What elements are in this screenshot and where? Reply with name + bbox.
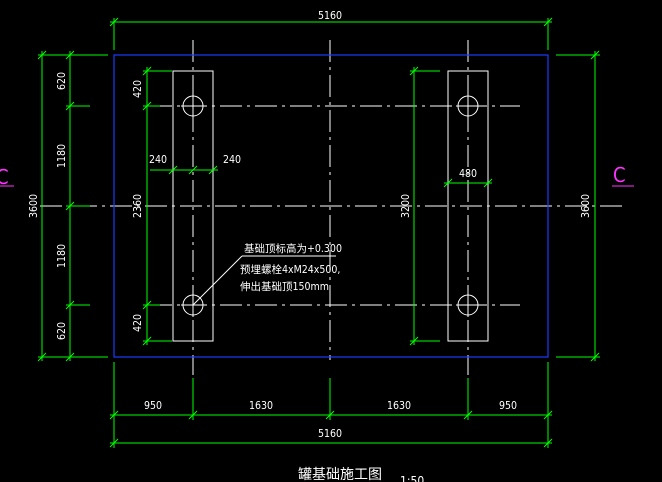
annotation: 基础顶标高为+0.300 预埋螺栓4xM24x500, 伸出基础顶150mm [192,242,342,306]
dim-left-seg-2-text: 1180 [56,144,68,168]
dim-bottom-seg-1-text: 950 [144,400,162,412]
dim-bolt-edge-bottom-text: 420 [132,314,144,332]
dimension-lines [37,17,600,448]
dim-bottom-seg-2-text: 1630 [249,400,273,412]
section-mark-left: C [0,165,9,189]
dim-bolt-spacing-text: 2360 [132,194,144,218]
dim-bottom-seg-3-text: 1630 [387,400,411,412]
dim-bottom-total-text: 5160 [318,428,342,440]
drawing-scale: 1:50 [400,474,424,482]
annotation-line-1: 基础顶标高为+0.300 [244,242,342,255]
dim-bottom-seg-4-text: 950 [499,400,517,412]
right-pier [447,70,489,342]
centerlines [40,40,622,375]
bolt-hole-top-left [181,94,205,118]
dim-left-seg-3-text: 1180 [56,244,68,268]
drawing-title: 罐基础施工图 [298,466,382,482]
dimension-texts: 5160 950 1630 1630 950 5160 3600 620 118… [28,10,592,440]
annotation-line-3: 伸出基础顶150mm [240,280,329,293]
dim-left-seg-1-text: 620 [56,72,68,90]
dim-right-total-text: 3600 [580,194,592,218]
dim-pier-half-left-text: 240 [149,154,167,166]
dim-left-total-text: 3600 [28,194,40,218]
dim-left-seg-4-text: 620 [56,322,68,340]
dim-bolt-edge-top-text: 420 [132,80,144,98]
dim-top-total-text: 5160 [318,10,342,22]
dim-pier-gap-text: 3200 [400,194,412,218]
dim-pier-width-text: 480 [459,168,477,180]
bolt-hole-bottom-right [456,293,480,317]
left-pier [172,70,214,342]
foundation-outline [113,54,549,358]
annotation-leader [192,255,243,306]
section-marks: C C [0,163,634,189]
section-mark-right: C [613,163,626,187]
title-block: 罐基础施工图 1:50 [298,466,424,482]
annotation-line-2: 预埋螺栓4xM24x500, [240,263,340,276]
bolt-hole-top-right [456,94,480,118]
dim-pier-half-right-text: 240 [223,154,241,166]
